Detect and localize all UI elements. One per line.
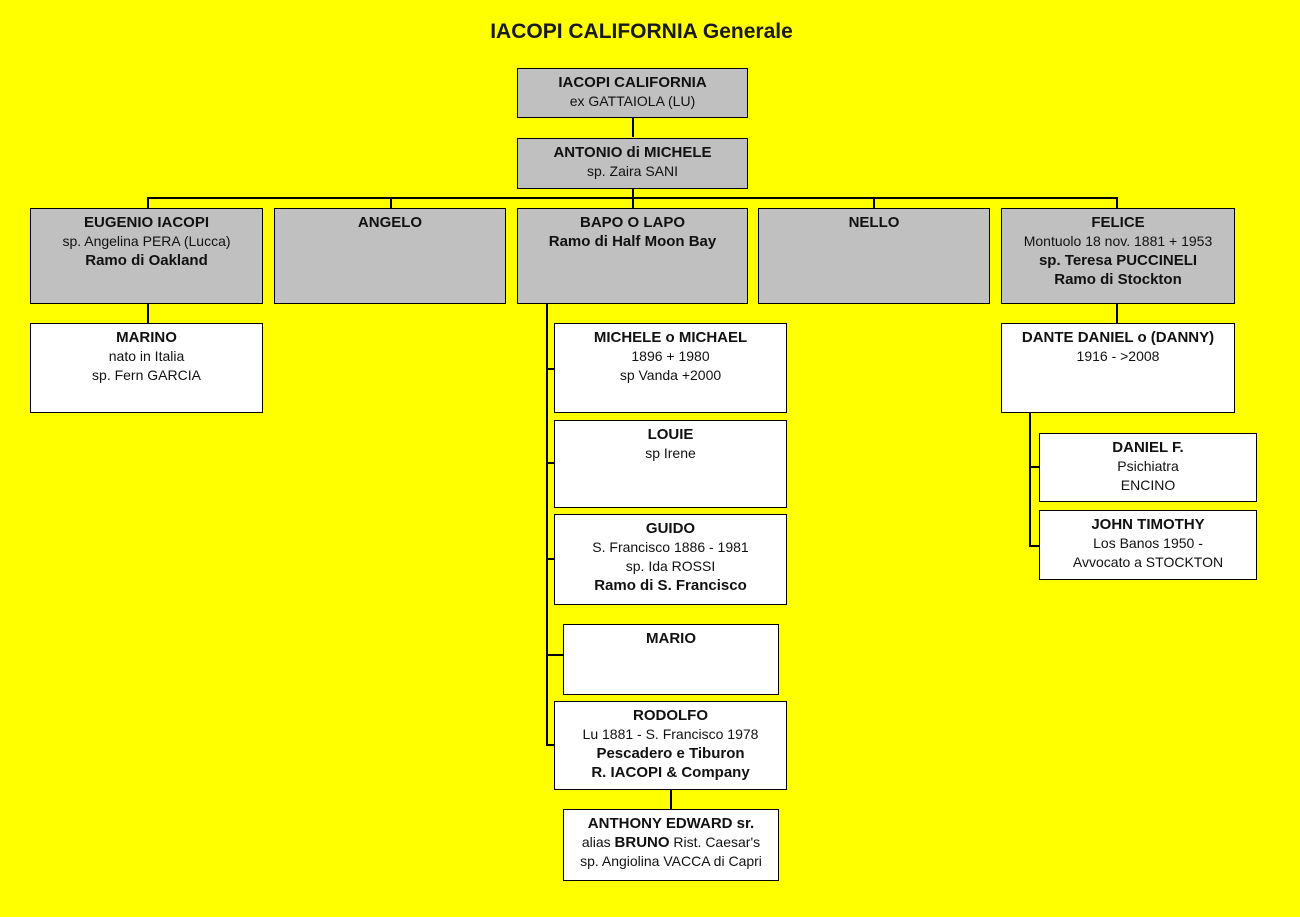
node-branch: Ramo di Oakland	[85, 252, 208, 269]
connector	[632, 117, 634, 137]
node-bapo: BAPO O LAPO Ramo di Half Moon Bay	[517, 208, 748, 304]
node-name: MARIO	[646, 630, 696, 647]
node-branch: Ramo di S. Francisco	[594, 577, 747, 594]
node-text: sp. Fern GARCIA	[92, 367, 201, 383]
node-dante: DANTE DANIEL o (DANNY) 1916 - >2008	[1001, 323, 1235, 413]
connector	[546, 303, 548, 745]
connector	[1116, 197, 1118, 209]
connector	[1029, 545, 1040, 547]
connector	[632, 188, 634, 198]
node-name: ANTONIO di MICHELE	[553, 144, 712, 161]
node-text: 1916 - >2008	[1076, 348, 1160, 364]
connector	[1029, 466, 1040, 468]
node-text: Montuolo 18 nov. 1881 + 1953	[1023, 233, 1213, 249]
diagram-title: IACOPI CALIFORNIA Generale	[490, 20, 793, 43]
node-name: DANTE DANIEL o (DANNY)	[1021, 329, 1215, 346]
node-louie: LOUIE sp Irene	[554, 420, 787, 508]
node-michele: MICHELE o MICHAEL 1896 + 1980 sp Vanda +…	[554, 323, 787, 413]
node-rodolfo: RODOLFO Lu 1881 - S. Francisco 1978 Pesc…	[554, 701, 787, 790]
node-mario: MARIO	[563, 624, 779, 695]
connector	[1116, 303, 1118, 324]
connector	[546, 654, 564, 656]
node-text-part-bold: BRUNO	[614, 834, 670, 851]
connector	[1029, 412, 1031, 546]
node-branch: Ramo di Stockton	[1054, 271, 1182, 288]
connector	[632, 197, 634, 209]
node-name: GUIDO	[645, 520, 696, 537]
node-text: sp Vanda +2000	[619, 367, 722, 383]
node-text: Avvocato a STOCKTON	[1072, 554, 1224, 570]
node-name: MICHELE o MICHAEL	[593, 329, 748, 346]
node-name: ANTHONY EDWARD sr.	[587, 815, 755, 832]
node-name: LOUIE	[647, 426, 694, 443]
connector	[546, 558, 555, 560]
node-text: alias BRUNO Rist. Caesar's	[564, 833, 778, 852]
node-text: ENCINO	[1120, 477, 1176, 493]
node-text-part: alias	[581, 834, 615, 850]
node-root: IACOPI CALIFORNIA ex GATTAIOLA (LU)	[517, 68, 748, 118]
node-text: sp. Angelina PERA (Lucca)	[62, 233, 231, 249]
node-text: sp. Angiolina VACCA di Capri	[580, 853, 762, 869]
node-name: EUGENIO IACOPI	[83, 214, 210, 231]
connector	[873, 197, 875, 209]
node-anthony: ANTHONY EDWARD sr. alias BRUNO Rist. Cae…	[563, 809, 779, 881]
connector	[147, 303, 149, 324]
node-text: Psichiatra	[1117, 458, 1179, 474]
node-text: sp Irene	[645, 445, 696, 461]
node-eugenio: EUGENIO IACOPI sp. Angelina PERA (Lucca)…	[30, 208, 263, 304]
node-text: nato in Italia	[108, 348, 185, 364]
node-branch: Ramo di Half Moon Bay	[548, 233, 717, 250]
node-marino: MARINO nato in Italia sp. Fern GARCIA	[30, 323, 263, 413]
node-guido: GUIDO S. Francisco 1886 - 1981 sp. Ida R…	[554, 514, 787, 605]
node-name: MARINO	[116, 329, 177, 346]
node-text: S. Francisco 1886 - 1981	[592, 539, 749, 555]
node-text-bold: R. IACOPI & Company	[591, 764, 750, 781]
node-text: Los Banos 1950 -	[1093, 535, 1203, 551]
node-daniel-f: DANIEL F. Psichiatra ENCINO	[1039, 433, 1257, 502]
node-felice: FELICE Montuolo 18 nov. 1881 + 1953 sp. …	[1001, 208, 1235, 304]
connector	[147, 197, 149, 209]
node-text-part: Rist. Caesar's	[669, 834, 761, 850]
node-name: NELLO	[848, 214, 900, 231]
node-text: sp. Zaira SANI	[586, 163, 679, 179]
node-nello: NELLO	[758, 208, 990, 304]
node-john: JOHN TIMOTHY Los Banos 1950 - Avvocato a…	[1039, 510, 1257, 580]
node-name: DANIEL F.	[1112, 439, 1184, 456]
node-text-bold: Pescadero e Tiburon	[596, 745, 745, 762]
connector	[390, 197, 392, 209]
node-text: Lu 1881 - S. Francisco 1978	[582, 726, 759, 742]
connector	[546, 462, 555, 464]
node-text: sp. Ida ROSSI	[625, 558, 716, 574]
node-antonio: ANTONIO di MICHELE sp. Zaira SANI	[517, 138, 748, 189]
connector	[546, 368, 555, 370]
node-name: ANGELO	[357, 214, 423, 231]
node-name: BAPO O LAPO	[579, 214, 685, 231]
node-name: IACOPI CALIFORNIA	[558, 74, 707, 91]
node-text-bold: sp. Teresa PUCCINELI	[1038, 252, 1198, 269]
node-angelo: ANGELO	[274, 208, 506, 304]
node-name: RODOLFO	[633, 707, 708, 724]
node-name: FELICE	[1091, 214, 1145, 231]
node-name: JOHN TIMOTHY	[1091, 516, 1205, 533]
connector	[670, 789, 672, 810]
node-text: ex GATTAIOLA (LU)	[569, 93, 696, 109]
connector	[546, 744, 555, 746]
node-text: 1896 + 1980	[631, 348, 710, 364]
